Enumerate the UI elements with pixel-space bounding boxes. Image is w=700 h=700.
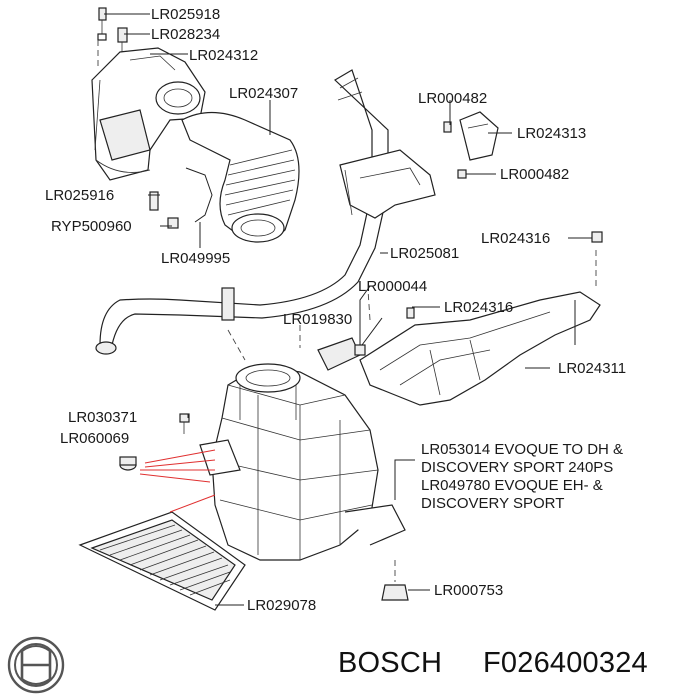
label-lr000482-upper: LR000482 (418, 90, 488, 107)
part-number: F026400324 (483, 647, 648, 679)
bolt-lr030371 (179, 413, 190, 434)
label-ryp500960: RYP500960 (51, 218, 132, 235)
intake-duct-lr024311 (359, 231, 603, 406)
label-lr024307: LR024307 (229, 85, 299, 102)
label-lr030371: LR030371 (68, 409, 138, 426)
label-lr028234: LR028234 (151, 26, 221, 43)
label-lr060069: LR060069 (60, 430, 130, 447)
label-lr000044: LR000044 (358, 278, 428, 295)
note-line-1: LR053014 EVOQUE TO DH & (421, 441, 624, 458)
filter-element-lr029078 (78, 511, 246, 611)
label-lr024313: LR024313 (517, 125, 587, 142)
label-lr024311: LR024311 (558, 360, 627, 377)
note-line-3: LR049780 EVOQUE EH- & (421, 477, 603, 494)
grommet-lr060069 (119, 456, 137, 471)
note-line-4: DISCOVERY SPORT (421, 495, 565, 512)
sensor-bolt-lr025918 (97, 7, 107, 41)
grommet-lr000753 (381, 584, 409, 601)
label-lr024316-lower: LR024316 (444, 299, 514, 316)
maf-sensor-lr019830 (317, 337, 366, 371)
label-lr029078: LR029078 (247, 597, 317, 614)
breather-pipe-lr049995 (167, 167, 213, 229)
corrugated-hose-lr024307 (181, 111, 300, 243)
resonator-lr024313 (443, 111, 499, 179)
label-lr025081: LR025081 (390, 245, 460, 262)
bosch-armature-logo-icon (7, 636, 65, 694)
upper-air-duct-lr024312 (91, 47, 206, 181)
label-lr000482-lower: LR000482 (500, 166, 570, 183)
small-clip-lr025916 (149, 191, 159, 211)
label-lr019830: LR019830 (283, 311, 353, 328)
label-lr024316-upper: LR024316 (481, 230, 551, 247)
label-lr025918: LR025918 (151, 6, 221, 23)
brand-name: BOSCH (338, 647, 443, 679)
label-lr024312: LR024312 (189, 47, 259, 64)
label-lr049995: LR049995 (161, 250, 231, 267)
note-line-2: DISCOVERY SPORT 240PS (421, 459, 614, 476)
duct-housing-upper (339, 149, 436, 219)
air-filter-box (199, 363, 406, 561)
label-lr000753: LR000753 (434, 582, 504, 599)
intake-tube-lr025081 (95, 69, 389, 355)
label-lr025916: LR025916 (45, 187, 115, 204)
